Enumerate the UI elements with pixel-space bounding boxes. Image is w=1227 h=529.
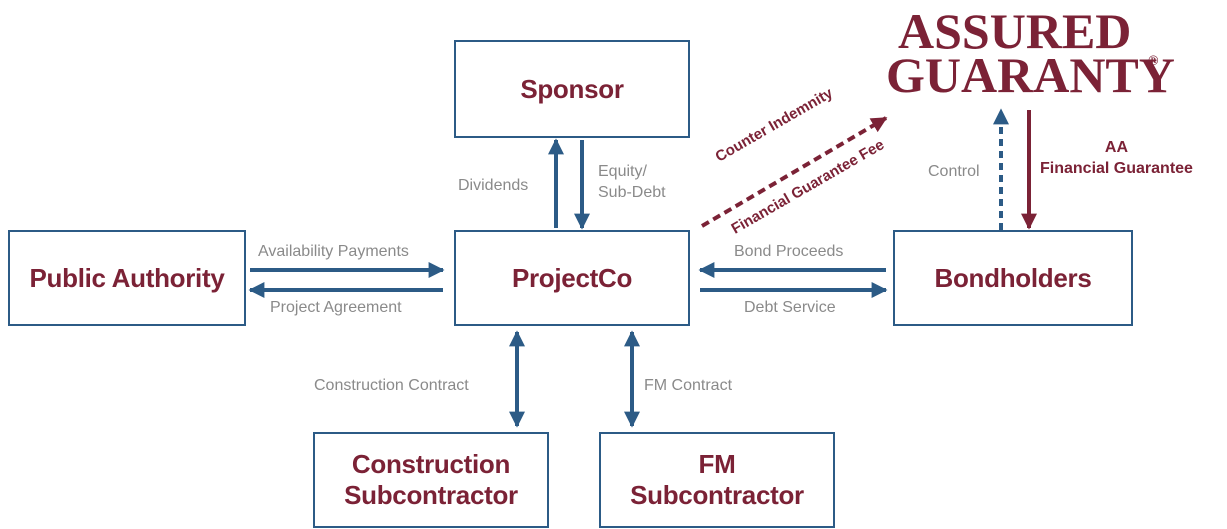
construction-subcontractor-box: Construction Subcontractor — [313, 432, 549, 528]
counter-indemnity-arrow — [700, 116, 888, 228]
projectco-box: ProjectCo — [454, 230, 690, 326]
fm-contract-label: FM Contract — [644, 377, 733, 394]
logo-line1: ASSURED — [898, 3, 1132, 59]
equity-label: Equity/ Sub-Debt — [598, 163, 666, 201]
assured-guaranty-logo: ASSURED GUARANTY ® — [886, 2, 1175, 103]
dividends-label: Dividends — [458, 177, 529, 194]
aa-financial-guarantee-label: AA Financial Guarantee — [1040, 139, 1193, 177]
public-authority-box: Public Authority — [8, 230, 246, 326]
construction-contract-label: Construction Contract — [314, 377, 469, 394]
project-agreement-label: Project Agreement — [270, 299, 402, 316]
debt-service-label: Debt Service — [744, 299, 836, 316]
availability-payments-label: Availability Payments — [258, 243, 409, 260]
registered-mark: ® — [1148, 54, 1160, 69]
logo-line2: GUARANTY — [886, 47, 1175, 103]
sponsor-box: Sponsor — [454, 40, 690, 138]
fm-subcontractor-box: FM Subcontractor — [599, 432, 835, 528]
bondholders-box: Bondholders — [893, 230, 1133, 326]
control-label: Control — [928, 163, 980, 180]
bond-proceeds-label: Bond Proceeds — [734, 243, 844, 260]
